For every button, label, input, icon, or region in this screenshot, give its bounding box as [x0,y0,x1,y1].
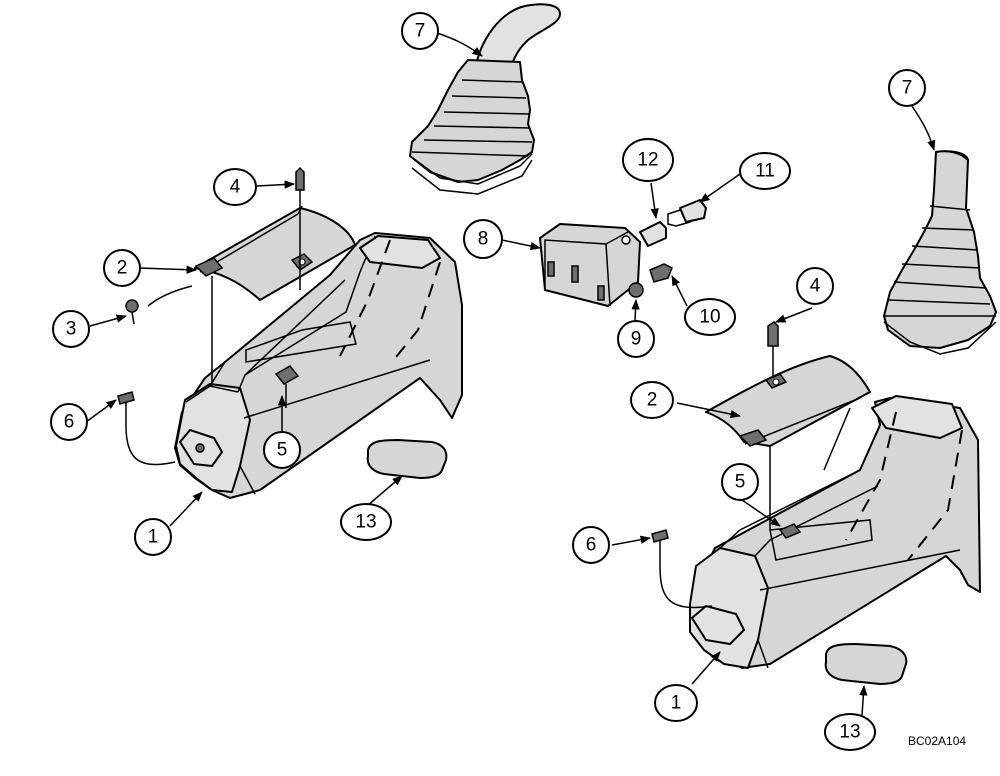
svg-text:7: 7 [902,78,913,99]
svg-text:7: 7 [415,21,426,42]
callout-11: 11 [739,152,791,190]
hardware-right [651,321,851,609]
svg-text:13: 13 [839,722,860,743]
console-cover-right [705,355,871,447]
svg-text:1: 1 [148,527,159,548]
svg-text:4: 4 [810,276,821,297]
pad-left [366,439,448,479]
callout-6-left: 6 [50,403,88,441]
callout-10: 10 [684,298,736,336]
svg-text:4: 4 [230,177,241,198]
callout-4-left: 4 [213,168,257,206]
callout-8: 8 [463,219,503,259]
leader-lines [85,32,936,716]
svg-text:10: 10 [699,307,720,328]
drawing-code: BC02A104 [908,734,966,748]
callout-7-right: 7 [888,69,926,107]
svg-text:8: 8 [478,229,489,250]
svg-text:3: 3 [66,319,77,340]
bracket-assembly [539,199,707,307]
svg-text:11: 11 [755,161,775,182]
callout-7-top: 7 [401,12,439,50]
joystick-boot-top-left [409,3,561,195]
callout-5-right: 5 [721,463,759,501]
console-left [174,232,463,499]
callout-12: 12 [622,138,674,182]
callout-13-right: 13 [824,713,876,751]
svg-text:5: 5 [735,472,746,493]
console-cover-left [194,205,356,301]
svg-text:5: 5 [277,440,288,461]
callout-4-right: 4 [796,267,834,305]
svg-text:6: 6 [586,535,597,556]
svg-text:6: 6 [64,412,75,433]
callout-2-right: 2 [630,381,674,419]
callout-13-left: 13 [340,503,392,541]
svg-text:2: 2 [647,390,658,411]
callout-6-right: 6 [572,526,610,564]
console-right [689,395,981,669]
hardware-left [117,166,305,466]
svg-text:12: 12 [637,150,658,171]
callout-9: 9 [617,320,655,358]
callout-2-left: 2 [103,249,141,287]
callout-1-right: 1 [654,684,698,722]
svg-text:9: 9 [631,329,642,350]
joystick-boot-right [883,150,997,355]
svg-text:2: 2 [117,258,128,279]
callout-3: 3 [52,310,90,348]
svg-text:13: 13 [355,512,376,533]
callout-1-left: 1 [134,518,172,556]
pad-right [824,643,908,685]
callout-5-left: 5 [263,431,301,469]
svg-text:1: 1 [671,693,682,714]
